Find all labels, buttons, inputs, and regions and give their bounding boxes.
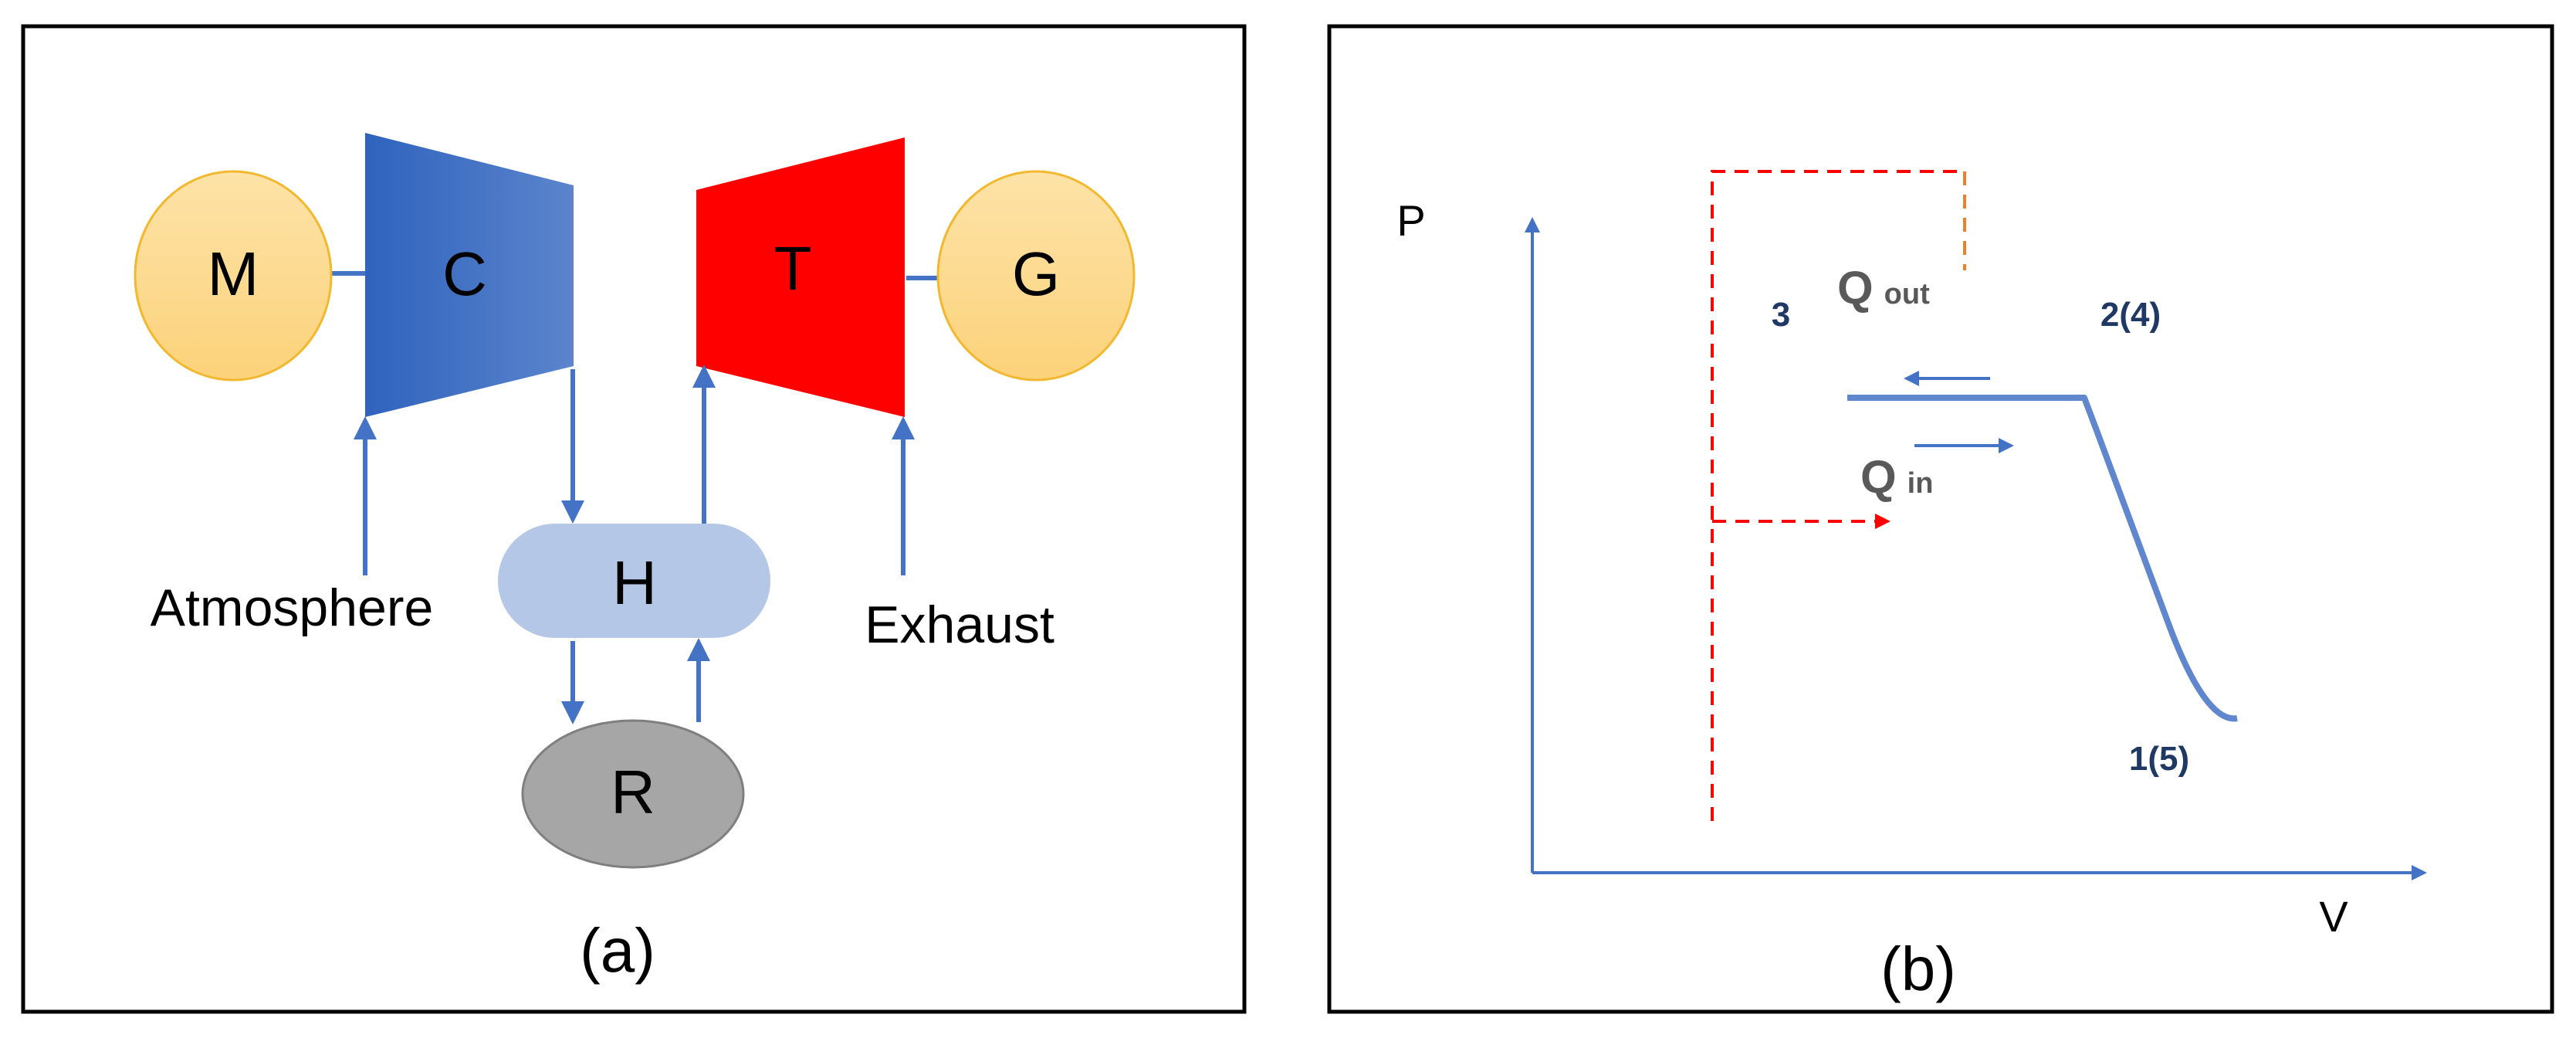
y-axis-label: P [1396, 196, 1425, 245]
x-axis-label: V [2319, 892, 2348, 941]
turbine-label: T [774, 234, 812, 303]
motor: M [134, 170, 333, 382]
panel-a-frame [21, 24, 1247, 1014]
q-out-sub: out [1884, 278, 1930, 310]
point-1-5-label: 1(5) [2129, 740, 2189, 778]
reservoir-label: R [611, 758, 655, 826]
process-curve [1847, 395, 2238, 722]
panel-a-caption: (a) [580, 916, 655, 985]
motor-label: M [208, 239, 259, 308]
compressor-label: C [442, 239, 487, 308]
reservoir: R [521, 719, 745, 869]
panel-b-caption: (b) [1880, 935, 1956, 1003]
q-in-sub: in [1907, 467, 1934, 500]
panel-b-frame [1327, 24, 2554, 1014]
heat-exchanger-label: H [612, 548, 657, 617]
point-2-4-label: 2(4) [2100, 296, 2161, 334]
heat-exchanger: H [498, 524, 770, 638]
turbine: T [696, 137, 905, 417]
generator: G [936, 170, 1136, 382]
point-3-label: 3 [1772, 296, 1790, 334]
q-out-dashed-path [1711, 170, 1965, 821]
compressor: C [365, 133, 574, 417]
generator-label: G [1012, 239, 1060, 308]
q-out-main: Q [1837, 262, 1874, 314]
atmosphere-label: Atmosphere [151, 578, 434, 637]
exhaust-label: Exhaust [865, 595, 1054, 654]
q-in-main: Q [1860, 451, 1897, 503]
